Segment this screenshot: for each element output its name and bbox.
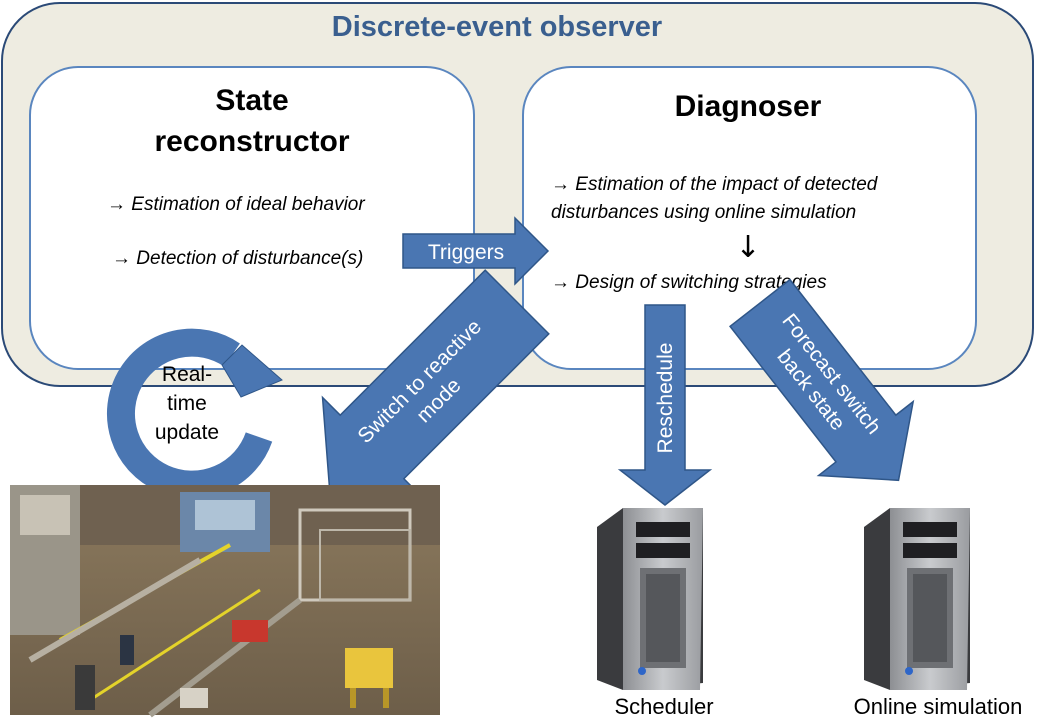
impact-estimation-item-line1: → Estimation of the impact of detected xyxy=(551,174,879,195)
scheduler-computer: Scheduler xyxy=(597,508,714,719)
reschedule-arrow: Reschedule xyxy=(617,304,713,506)
online-simulation-computer: Online simulation xyxy=(854,508,1023,719)
detection-disturbance-item: → Detection of disturbance(s) xyxy=(112,248,363,269)
triggers-label: Triggers xyxy=(428,241,504,264)
estimation-ideal-behavior-item: → Estimation of ideal behavior xyxy=(107,194,365,215)
scheduler-label: Scheduler xyxy=(614,694,713,719)
factory-photo xyxy=(10,485,440,718)
switching-strategies-item: → Design of switching strategies xyxy=(551,272,827,293)
cycle-label-line1: Real- xyxy=(162,363,212,386)
triggers-arrow: Triggers xyxy=(402,216,550,286)
online-simulation-label: Online simulation xyxy=(854,694,1023,719)
state-reconstructor-box: State reconstructor → Estimation of idea… xyxy=(29,66,475,370)
state-reconstructor-title-line2: reconstructor xyxy=(154,125,349,158)
state-reconstructor-title-line1: State xyxy=(215,84,288,117)
realtime-update-cycle: Real- time update xyxy=(106,328,283,499)
cycle-label-line3: update xyxy=(155,421,219,444)
diagnoser-box: Diagnoser → Estimation of the impact of … xyxy=(522,66,977,370)
diagnoser-title: Diagnoser xyxy=(675,90,822,123)
down-arrow-icon: ↓ xyxy=(735,230,760,265)
observer-title: Discrete-event observer xyxy=(332,11,662,43)
reschedule-label: Reschedule xyxy=(654,343,677,454)
cycle-label-line2: time xyxy=(167,392,207,415)
impact-estimation-item-line2: disturbances using online simulation xyxy=(551,202,856,223)
